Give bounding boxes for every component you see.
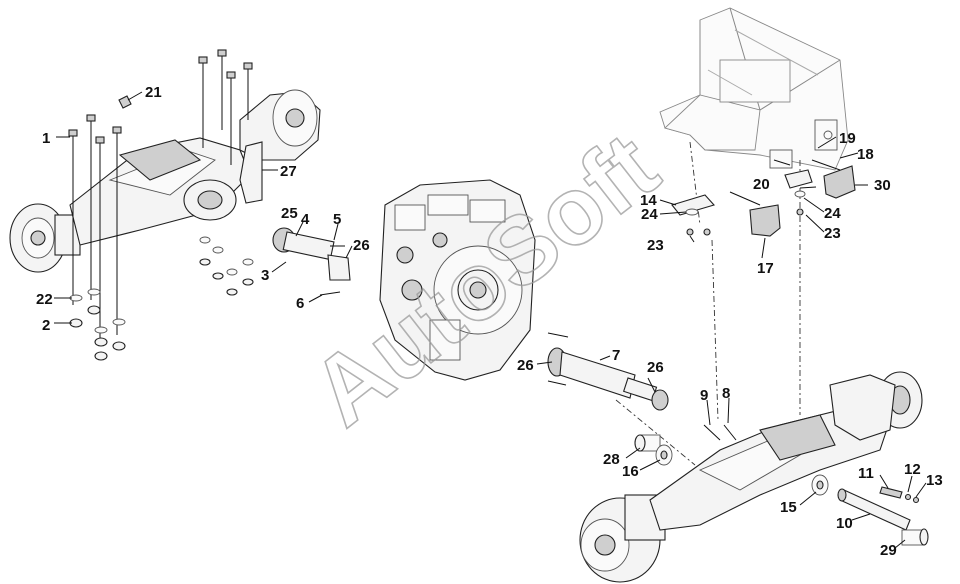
callout-5: 5: [333, 211, 341, 228]
callout-23-right: 23: [824, 225, 841, 242]
callout-13: 13: [926, 472, 943, 489]
chassis-frame: [659, 7, 849, 171]
right-axle-assembly: [579, 141, 929, 583]
callout-24-left: 24: [641, 206, 658, 223]
callout-2: 2: [42, 317, 50, 334]
callout-3: 3: [261, 267, 269, 284]
callout-8: 8: [722, 385, 730, 402]
callout-25: 25: [281, 205, 298, 222]
callout-18: 18: [857, 146, 874, 163]
callout-7: 7: [612, 347, 620, 364]
short-drive-shaft: [272, 227, 351, 296]
callout-leaders: [54, 91, 927, 549]
callout-labels: 1 2 3 4 5 6 7 8 9 10 11 12 13 14 15 16 1…: [36, 84, 943, 559]
callout-15: 15: [780, 499, 797, 516]
callout-11: 11: [858, 465, 874, 482]
callout-17: 17: [757, 260, 774, 277]
callout-10: 10: [836, 515, 853, 532]
callout-21: 21: [145, 84, 162, 101]
main-drive-shaft: [547, 332, 669, 411]
callout-26-left-shaft: 26: [353, 237, 370, 254]
callout-14: 14: [640, 192, 657, 209]
callout-24-right: 24: [824, 205, 841, 222]
callout-26-main-shaft-right: 26: [647, 359, 664, 376]
callout-22: 22: [36, 291, 53, 308]
callout-30: 30: [874, 177, 891, 194]
callout-27: 27: [280, 163, 297, 180]
callout-19: 19: [839, 130, 856, 147]
callout-12: 12: [904, 461, 921, 478]
transmission-unit: [379, 179, 536, 381]
callout-9: 9: [700, 387, 708, 404]
callout-6: 6: [296, 295, 304, 312]
callout-23-left: 23: [647, 237, 664, 254]
callout-29: 29: [880, 542, 897, 559]
callout-4: 4: [301, 211, 310, 228]
left-axle-assembly: [9, 49, 321, 361]
callout-26-main-shaft-left: 26: [517, 357, 534, 374]
callout-20: 20: [753, 176, 770, 193]
callout-16: 16: [622, 463, 639, 480]
callout-28: 28: [603, 451, 620, 468]
callout-1: 1: [42, 130, 50, 147]
mount-brackets: [671, 159, 856, 237]
